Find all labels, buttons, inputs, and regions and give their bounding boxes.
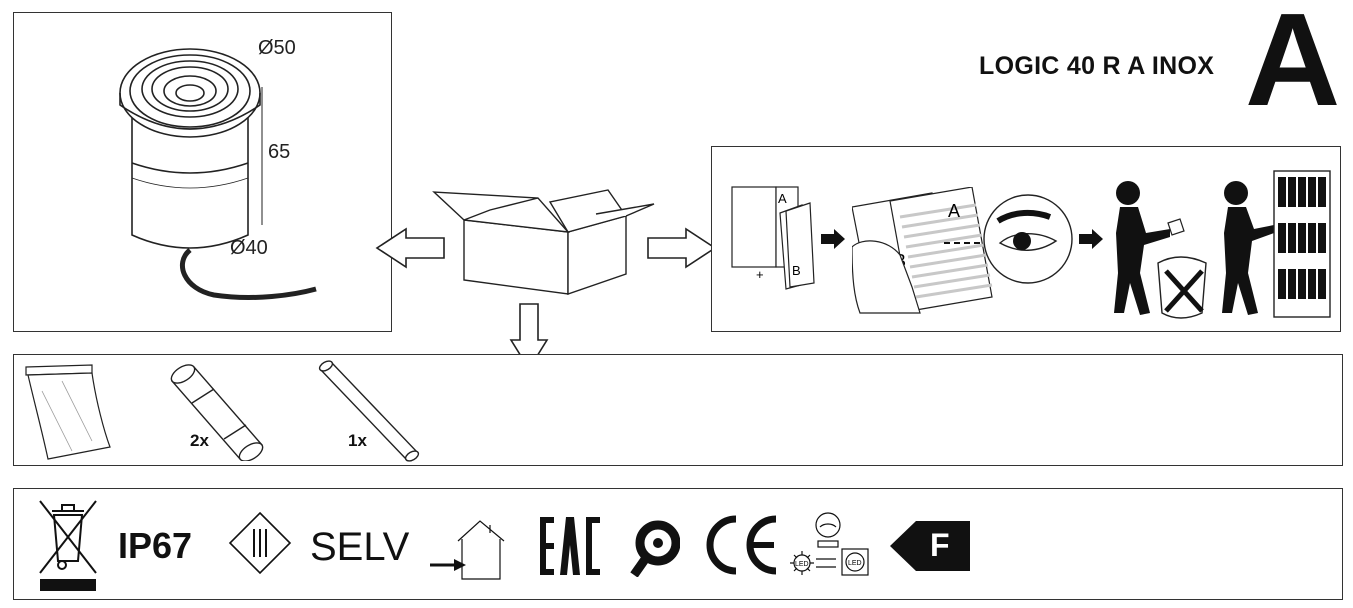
reading-sheets-icon: A B <box>852 187 993 314</box>
certification-panel: IP67 SELV CE <box>13 488 1343 600</box>
sheet-label-front: A <box>948 201 960 221</box>
version-letter: A <box>1245 0 1341 133</box>
tube-quantity: 1x <box>348 431 367 450</box>
eye-icon <box>944 194 1073 284</box>
dimension-top-diameter: Ø50 <box>258 37 296 59</box>
package-contents-panel: 2x 1x <box>13 354 1343 466</box>
eac-mark-icon <box>540 517 600 575</box>
dimension-height: 65 <box>268 141 291 163</box>
product-name: LOGIC 40 R A INOX <box>979 52 1215 80</box>
recycling-mark-icon <box>630 520 680 577</box>
box-icon <box>432 189 655 295</box>
indoor-use-icon <box>430 520 505 580</box>
led-replaceable-icon: LED LED <box>790 512 869 576</box>
arrow-left-icon <box>375 227 445 269</box>
led-label-right: LED <box>848 560 862 567</box>
fuse-quantity: 2x <box>190 431 209 450</box>
doc-label-b: B <box>792 263 801 278</box>
led-label-left: LED <box>795 561 809 568</box>
arrow-right-icon <box>647 227 717 269</box>
ip-rating: IP67 <box>118 525 193 566</box>
ce-mark-icon: CE <box>702 513 777 575</box>
bag-icon <box>25 364 111 460</box>
product-drawing-panel: Ø50 65 Ø40 <box>13 12 392 332</box>
instruction-sheets-icon: A B + <box>731 186 815 290</box>
energy-class-badge: F <box>888 519 972 573</box>
luminaire-drawing <box>119 48 317 300</box>
energy-class-letter: F <box>930 527 950 563</box>
dimension-bottom-diameter: Ø40 <box>230 237 268 259</box>
ce-label: CE <box>702 513 704 514</box>
doc-label-a: A <box>778 191 787 206</box>
keep-for-reference-icon <box>1114 170 1331 319</box>
small-arrow-icon-2 <box>1079 229 1103 249</box>
class-iii-icon <box>228 511 292 575</box>
selv-label: SELV <box>310 525 410 569</box>
instructions-panel: A B + A B <box>711 146 1341 332</box>
doc-label-plus: + <box>756 267 764 282</box>
small-arrow-icon <box>821 229 845 249</box>
fuse-icon <box>170 364 264 461</box>
tube-icon <box>318 360 420 462</box>
weee-bin-icon <box>39 500 97 591</box>
